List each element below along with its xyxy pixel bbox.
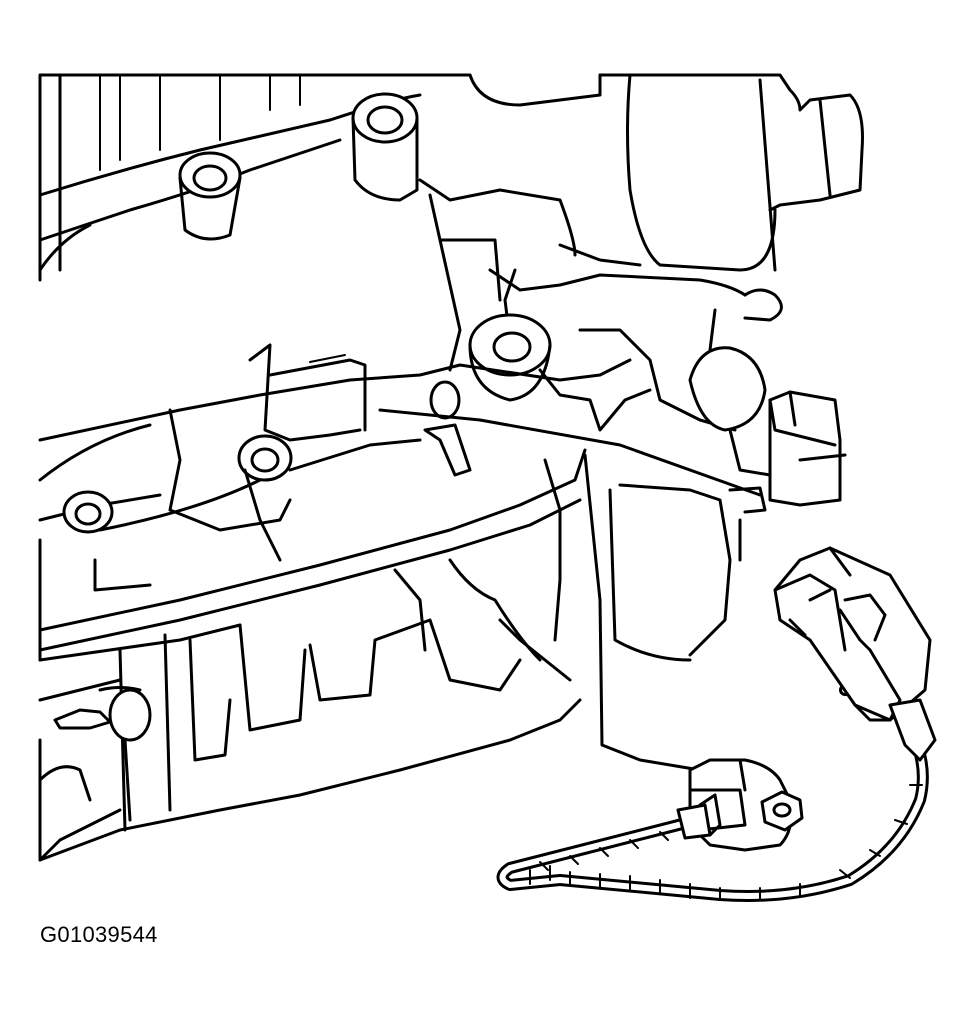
knock-sensor-assembly xyxy=(496,546,937,902)
engine-block xyxy=(38,73,864,862)
figure-id-label: G01039544 xyxy=(40,922,158,947)
